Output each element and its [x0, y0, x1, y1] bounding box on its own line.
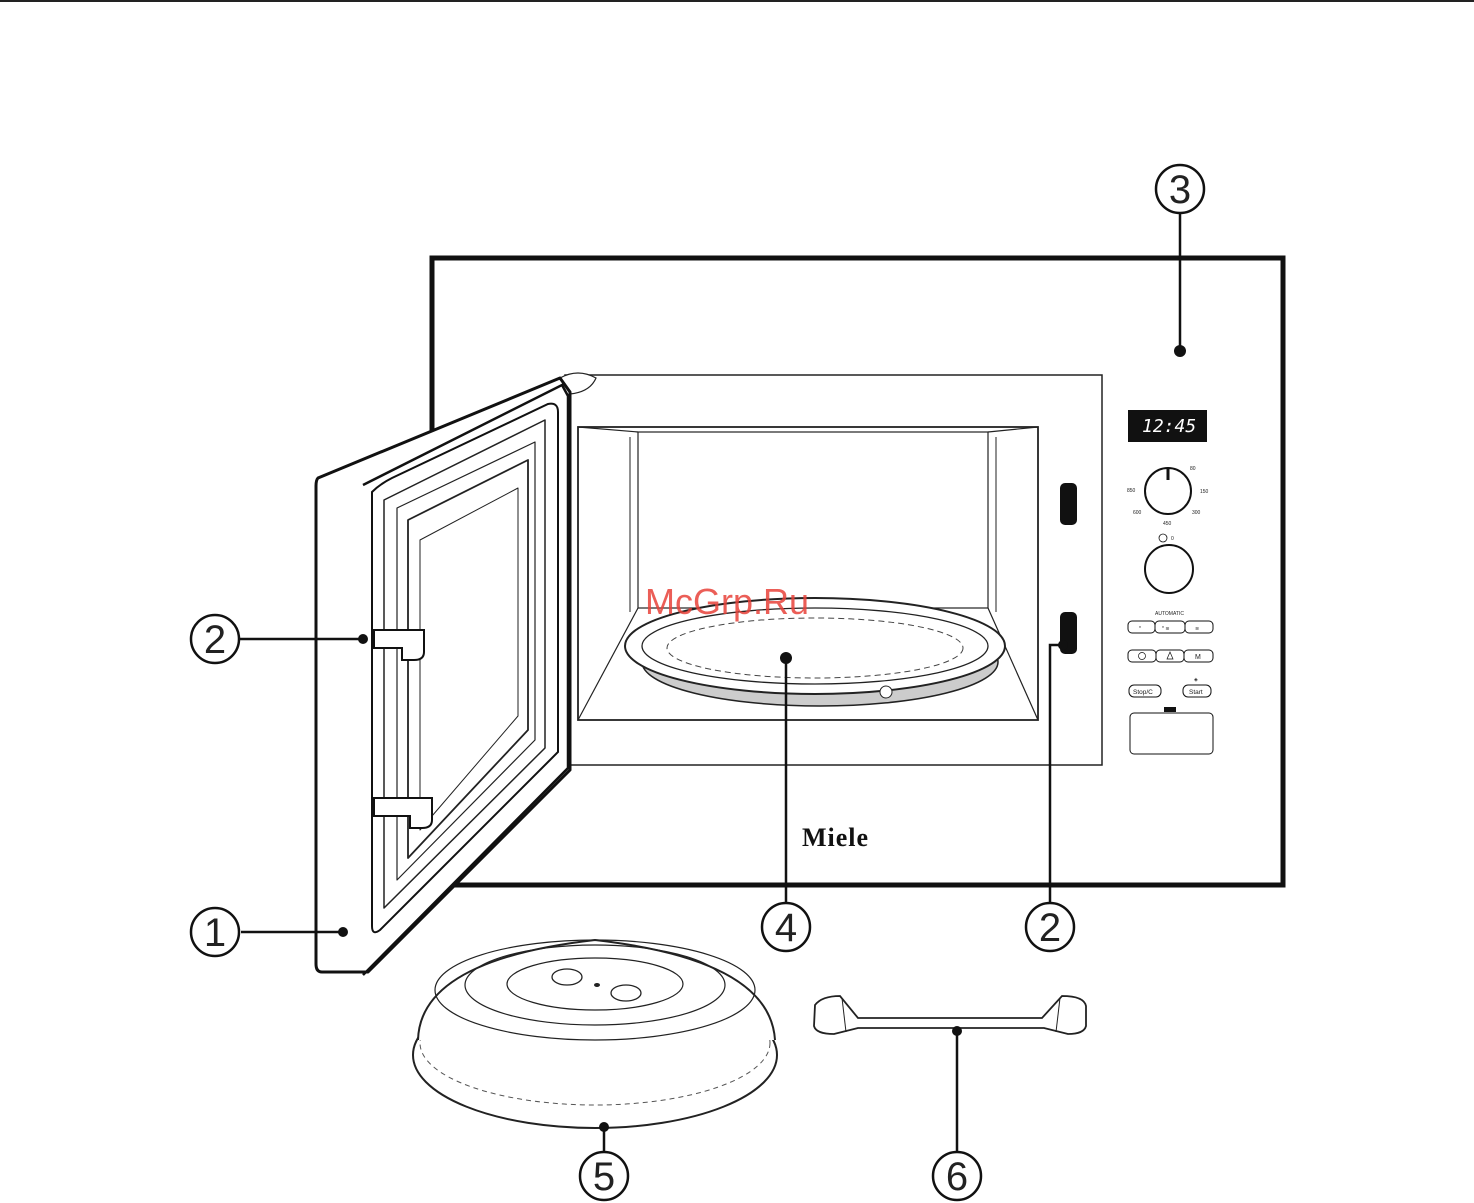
- timer-icon: [1159, 534, 1167, 542]
- power-tick-600: 600: [1133, 510, 1142, 516]
- start-button-label: Start: [1189, 689, 1203, 696]
- power-tick-80: 80: [1190, 466, 1196, 472]
- stop-button-label: Stop/C: [1133, 689, 1153, 696]
- watermark: McGrp.Ru: [645, 581, 809, 622]
- oven-interlock-slot-upper: [1060, 483, 1077, 525]
- callout-5: 5: [580, 1152, 628, 1200]
- timer-button[interactable]: [1128, 650, 1156, 662]
- cook-icon: ≋: [1195, 626, 1199, 632]
- svg-text:1: 1: [204, 911, 226, 955]
- brand-logo: Miele: [802, 823, 869, 852]
- svg-text:4: 4: [775, 906, 797, 950]
- key-icon: [1164, 707, 1176, 712]
- timer-dial[interactable]: [1145, 545, 1193, 593]
- snowflake-icon: *: [1139, 626, 1141, 632]
- svg-text:5: 5: [593, 1155, 615, 1199]
- svg-text:2: 2: [204, 618, 226, 662]
- memory-button-label: M: [1195, 654, 1201, 661]
- svg-text:3: 3: [1169, 168, 1191, 212]
- callout-1: 1: [191, 908, 239, 956]
- svg-text:6: 6: [946, 1155, 968, 1199]
- start-indicator-icon: ◈: [1194, 677, 1198, 683]
- time-display-text: 12:45: [1142, 416, 1196, 437]
- callout-2-oven: 2: [1026, 903, 1074, 951]
- timer-dial-label: 0: [1171, 536, 1174, 542]
- power-tick-450: 450: [1163, 521, 1172, 527]
- callout-6: 6: [933, 1152, 981, 1200]
- panel-flap: [1130, 713, 1213, 754]
- automatic-heading: AUTOMATIC: [1155, 611, 1184, 617]
- power-tick-850: 850: [1127, 488, 1136, 494]
- power-tick-150: 150: [1200, 489, 1209, 495]
- power-dial[interactable]: [1145, 468, 1191, 514]
- defrost-cook-icon: * ≋: [1162, 626, 1170, 632]
- turntable-support: [814, 996, 1086, 1034]
- auto-defrost-button[interactable]: [1128, 621, 1155, 633]
- auto-defrost-cook-button[interactable]: [1155, 621, 1185, 633]
- power-tick-300: 300: [1192, 510, 1201, 516]
- callout-2-door: 2: [191, 615, 239, 663]
- callout-3: 3: [1156, 165, 1204, 213]
- cover: [413, 940, 777, 1128]
- svg-text:2: 2: [1039, 906, 1061, 950]
- callout-4: 4: [762, 903, 810, 951]
